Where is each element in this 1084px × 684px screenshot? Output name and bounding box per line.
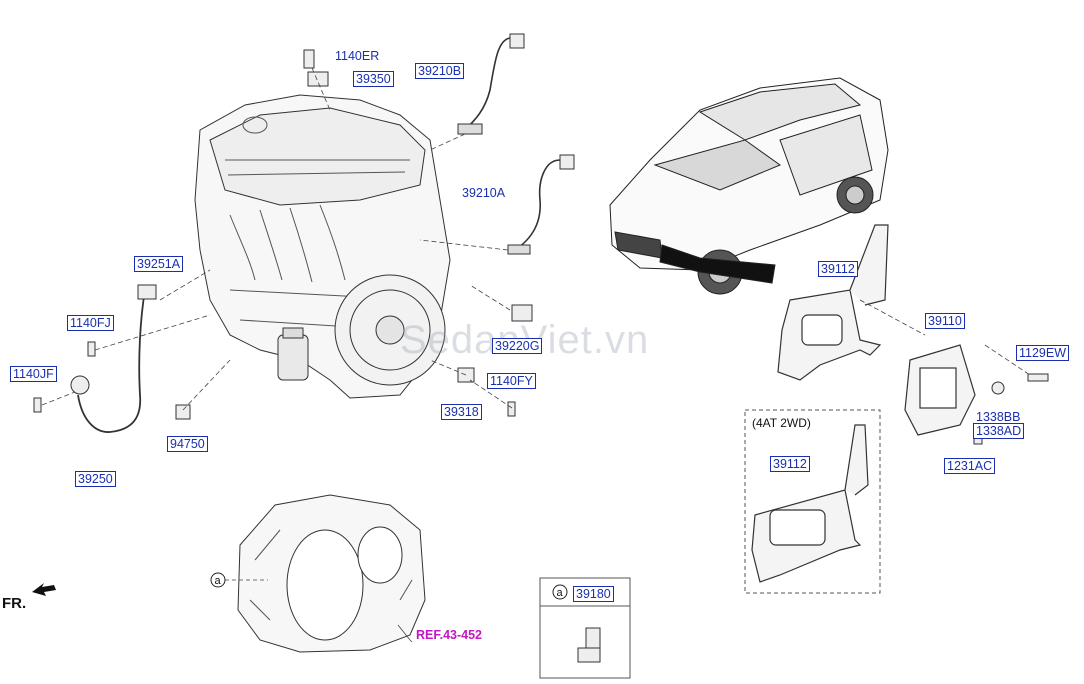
- callout-a-transmission: a: [210, 572, 268, 588]
- part-label-1338BB[interactable]: 1338BB: [976, 410, 1021, 424]
- part-label-1140ER[interactable]: 1140ER: [335, 49, 380, 63]
- knock-sensor-harness-drawing: [70, 284, 157, 433]
- callout-letter-a2: a: [557, 587, 564, 599]
- ecu-bracket-variant-drawing: [751, 424, 869, 583]
- front-arrow-icon: [32, 583, 56, 596]
- variant-label: (4AT 2WD): [752, 416, 811, 430]
- part-label-39210B[interactable]: 39210B: [415, 63, 465, 79]
- callout-a-box: a: [552, 584, 568, 600]
- reference-link[interactable]: REF.43-452: [416, 628, 483, 642]
- part-label-39220G[interactable]: 39220G: [492, 338, 543, 354]
- callout-letter-a1: a: [215, 575, 222, 587]
- oxygen-sensor-39210A-drawing: [507, 154, 575, 255]
- part-label-39110[interactable]: 39110: [925, 313, 965, 329]
- part-label-1231AC[interactable]: 1231AC: [944, 458, 996, 474]
- small-parts-drawing: [33, 49, 1049, 445]
- reference-leader: [397, 624, 413, 643]
- sedan-car-drawing: [609, 77, 889, 295]
- part-label-39350[interactable]: 39350: [353, 71, 394, 87]
- front-label: FR.: [2, 595, 27, 612]
- part-label-1140FJ[interactable]: 1140FJ: [67, 315, 114, 331]
- sensor-detail-box: [539, 577, 631, 679]
- transmission-housing-drawing: [237, 494, 426, 653]
- part-label-1338AD[interactable]: 1338AD: [973, 423, 1025, 439]
- part-label-39250[interactable]: 39250: [75, 471, 116, 487]
- part-label-39112-main[interactable]: 39112: [818, 261, 858, 277]
- engine-block-drawing: [194, 94, 451, 399]
- speed-sensor-39180-drawing: [577, 627, 601, 663]
- part-label-1140FY[interactable]: 1140FY: [487, 373, 536, 389]
- part-label-39210A[interactable]: 39210A: [462, 186, 506, 200]
- ecu-bracket-drawing: [777, 224, 976, 436]
- part-label-39318[interactable]: 39318: [441, 404, 482, 420]
- variant-box: [744, 409, 881, 594]
- leader-lines: [41, 67, 1031, 411]
- oxygen-sensor-39210B-drawing: [457, 33, 525, 135]
- part-label-1140JF[interactable]: 1140JF: [10, 366, 57, 382]
- part-label-39251A[interactable]: 39251A: [134, 256, 184, 272]
- part-label-1129EW[interactable]: 1129EW: [1016, 345, 1070, 361]
- part-label-94750[interactable]: 94750: [167, 436, 208, 452]
- part-label-39180[interactable]: 39180: [573, 586, 614, 602]
- part-label-39112-variant[interactable]: 39112: [770, 456, 810, 472]
